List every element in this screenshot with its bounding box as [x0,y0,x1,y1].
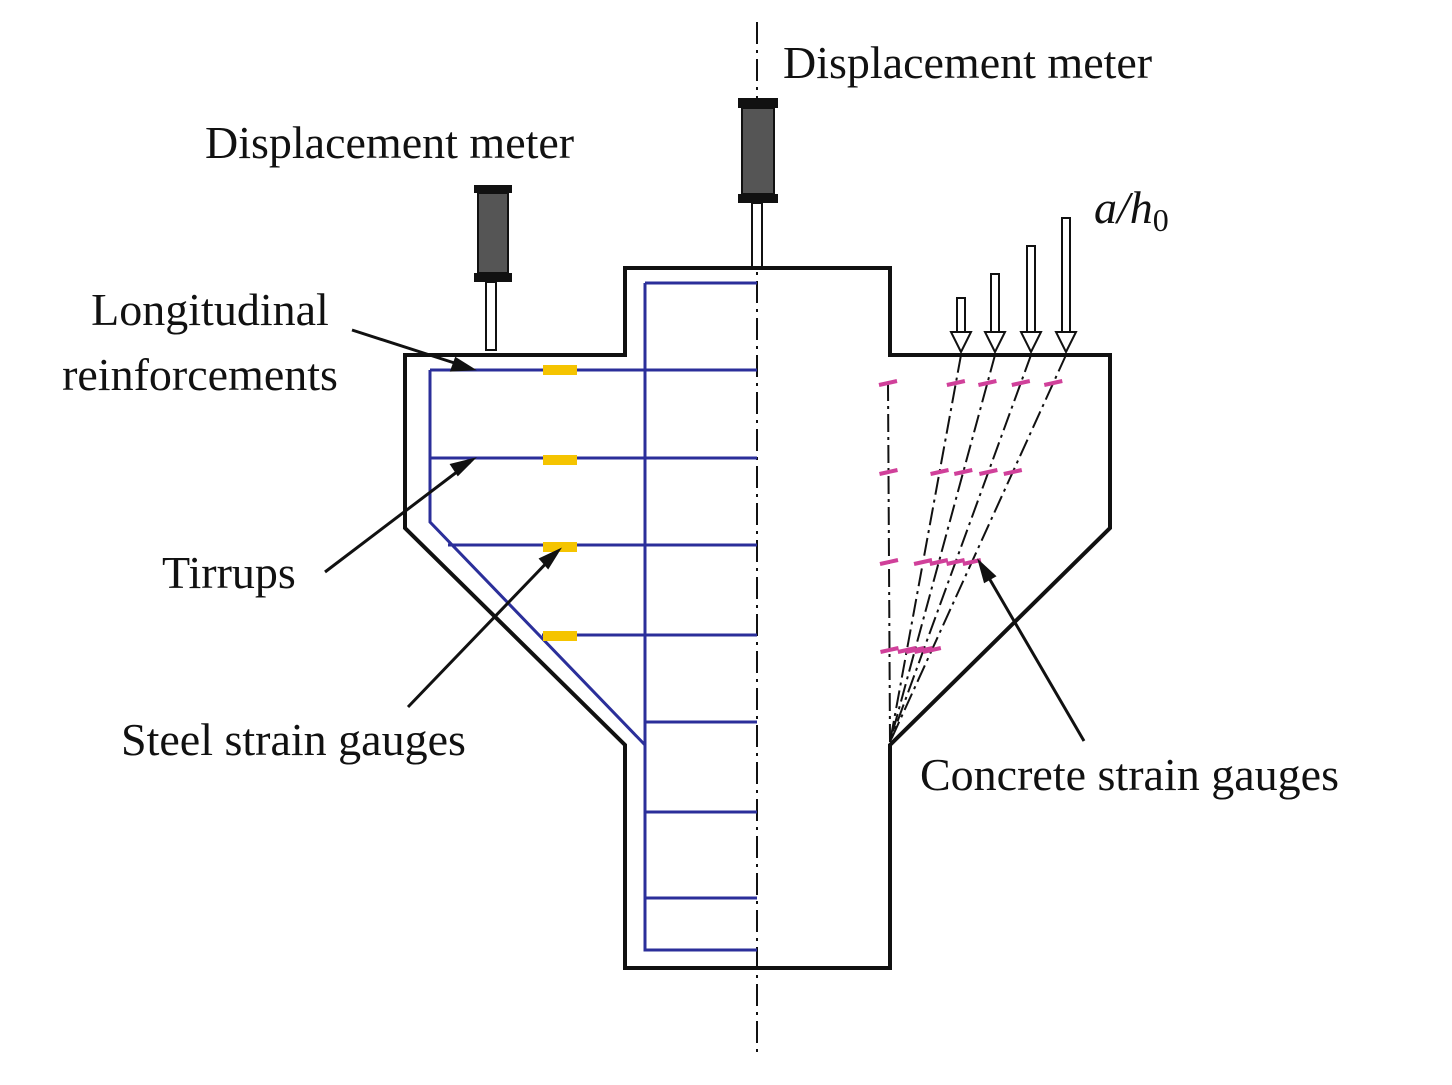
load-arrow-shaft-4 [1061,217,1071,333]
concrete-gauge-mark-17 [1043,379,1063,387]
concrete-gauge-mark-1 [878,379,898,387]
load-arrow-shaft-2 [990,273,1000,333]
load-arrows [949,217,1078,355]
label-tirrups: Tirrups [162,547,296,598]
label-steel-strain-gauges: Steel strain gauges [121,714,466,765]
label-displacement-meter-top: Displacement meter [783,37,1153,88]
label-shear-span-ratio-main: a/h [1094,182,1153,233]
label-concrete-strain-gauges: Concrete strain gauges [920,749,1339,800]
leader-tirrups [324,460,471,574]
steel-strain-gauges [543,365,577,641]
load-arrow-head-2 [983,331,1007,355]
concrete-gauge-mark-18 [1003,468,1023,476]
label-shear-span-ratio: a/h0 [1094,182,1169,238]
concrete-gauge-mark-5 [946,379,966,387]
load-arrow-head-4 [1054,331,1078,355]
load-arrow-head-3 [1019,331,1043,355]
concrete-gauge-mark-11 [929,558,949,566]
displacement-meter-top-icon [738,98,778,268]
leader-concrete-gauges [980,565,1086,742]
reinforcement-cage [428,281,757,952]
displacement-meter-left-icon [474,185,512,351]
concrete-gauge-mark-4 [880,646,899,654]
concrete-gauge-mark-7 [913,558,933,566]
label-shear-span-ratio-sub: 0 [1152,202,1169,238]
specimen-outline [403,266,1112,970]
load-arrow-shaft-3 [1026,245,1036,333]
label-longitudinal-line1: Longitudinal [91,284,329,335]
load-arrow-4 [1054,217,1078,355]
concrete-gauge-line-3 [889,354,996,743]
steel-gauge-3 [543,542,577,552]
leader-longitudinal-arrowhead [449,356,477,372]
leader-tirrups-arrowhead [449,457,477,477]
load-arrow-head-1 [949,331,973,355]
leader-steel-gauges-arrowhead [538,547,562,570]
concrete-gauge-mark-13 [1011,379,1031,387]
leader-steel-gauges [406,551,558,709]
concrete-gauge-mark-14 [978,468,998,476]
concrete-gauge-mark-9 [977,379,997,387]
concrete-gauge-mark-6 [930,468,949,476]
concrete-gauge-line-2 [889,354,962,743]
concrete-gauge-mark-2 [879,468,898,476]
load-arrow-shaft-1 [956,297,966,333]
concrete-gauge-line-5 [889,354,1067,743]
label-displacement-meter-left: Displacement meter [205,117,575,168]
load-arrow-2 [983,273,1007,355]
callout-leaders [324,328,1086,742]
reinforcement-rows [430,368,757,900]
leader-concrete-gauges-arrowhead [977,558,997,584]
concrete-gauge-marks [878,379,1063,654]
load-arrow-3 [1019,245,1043,355]
leader-longitudinal [351,328,471,370]
concrete-gauge-mark-15 [946,558,966,566]
concrete-gauge-lines [887,354,1067,743]
concrete-gauge-mark-20 [922,646,942,654]
load-arrow-1 [949,297,973,355]
steel-gauge-1 [543,365,577,375]
label-longitudinal-line2: reinforcements [62,349,338,400]
steel-gauge-2 [543,455,577,465]
steel-gauge-4 [543,631,577,641]
concrete-gauge-mark-3 [879,558,899,566]
concrete-gauge-line-4 [889,354,1032,743]
concrete-gauge-mark-10 [953,468,973,476]
